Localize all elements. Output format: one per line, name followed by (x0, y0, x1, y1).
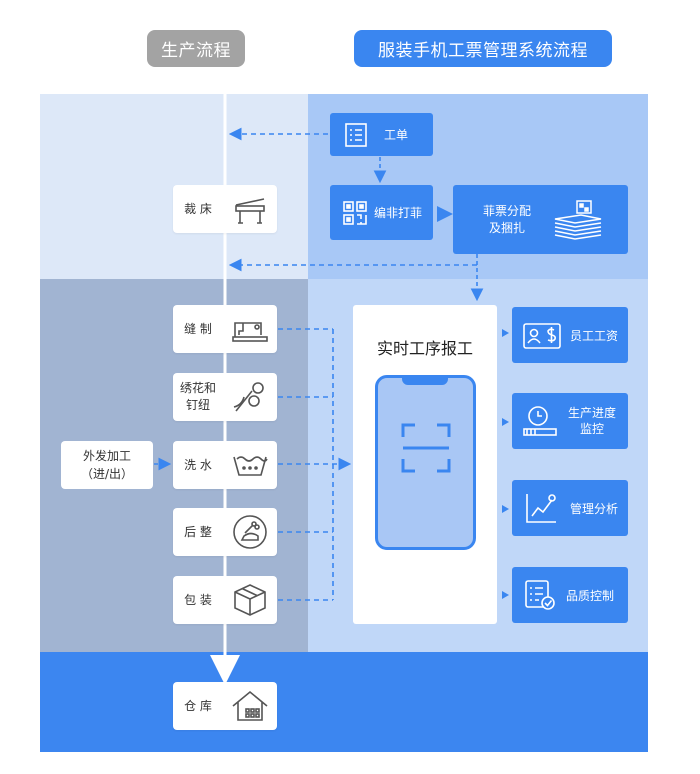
sewing-machine-icon (223, 313, 277, 345)
quality-label: 品质控制 (566, 588, 615, 603)
needle-button-icon (223, 379, 277, 415)
line-chart-icon (524, 491, 558, 525)
band-bottom (40, 652, 648, 752)
process-finishing: 后 整 (173, 508, 277, 556)
process-sewing-label: 缝 制 (184, 321, 212, 336)
phone-notch (402, 375, 448, 385)
arrow-to-analysis (502, 505, 509, 513)
process-sewing: 缝 制 (173, 305, 277, 353)
process-embroidery: 绣花和 钉纽 (173, 373, 277, 421)
work-order-label: 工单 (384, 128, 409, 142)
process-washing-label: 洗 水 (184, 457, 212, 472)
wage-id-dollar-icon (522, 320, 562, 350)
process-packing: 包 装 (173, 576, 277, 624)
scan-frame-icon (401, 423, 451, 473)
cutting-table-icon (223, 192, 277, 226)
card-ticket-coding: 编非打菲 (330, 185, 433, 240)
ticket-distribution-label: 菲票分配 及捆扎 (483, 203, 532, 235)
progress-label: 生产进度 监控 (568, 406, 617, 436)
work-order-list-icon (344, 122, 368, 148)
outsourcing-label: 外发加工 （进/出） (80, 449, 134, 481)
header-production-flow: 生产流程 (147, 30, 245, 67)
clock-progress-icon (522, 404, 558, 438)
process-embroidery-label: 绣花和 钉纽 (179, 381, 216, 412)
ticket-coding-label: 编非打菲 (374, 206, 423, 220)
realtime-report-title: 实时工序报工 (376, 339, 473, 358)
warehouse-icon (223, 689, 277, 723)
realtime-report-panel: 实时工序报工 (353, 305, 497, 624)
card-work-order: 工单 (330, 113, 433, 156)
module-analysis: 管理分析 (512, 480, 628, 536)
process-finishing-label: 后 整 (184, 524, 212, 539)
module-quality: 品质控制 (512, 567, 628, 623)
arrow-to-wage (502, 329, 509, 337)
process-cutting-label: 裁 床 (184, 201, 212, 216)
module-progress: 生产进度 监控 (512, 393, 628, 449)
qr-code-icon (342, 200, 368, 226)
process-washing: 洗 水 (173, 441, 277, 489)
header-system-flow: 服装手机工票管理系统流程 (354, 30, 612, 67)
card-ticket-distribution: 菲票分配 及捆扎 (453, 185, 628, 254)
arrow-to-progress (502, 418, 509, 426)
process-warehouse-label: 仓 库 (184, 698, 212, 713)
package-box-icon (223, 582, 277, 618)
iron-scissors-icon (223, 513, 277, 551)
module-wage: 员工工资 (512, 307, 628, 363)
smartphone-scan-icon (375, 375, 476, 550)
analysis-label: 管理分析 (570, 501, 619, 516)
checklist-icon (524, 579, 556, 611)
wash-tub-icon (223, 451, 277, 479)
outsourcing-box: 外发加工 （进/出） (61, 441, 153, 489)
process-packing-label: 包 装 (184, 592, 212, 607)
ticket-bundle-icon (551, 199, 605, 241)
arrow-to-quality (502, 591, 509, 599)
process-warehouse: 仓 库 (173, 682, 277, 730)
process-cutting: 裁 床 (173, 185, 277, 233)
wage-label: 员工工资 (570, 328, 619, 343)
